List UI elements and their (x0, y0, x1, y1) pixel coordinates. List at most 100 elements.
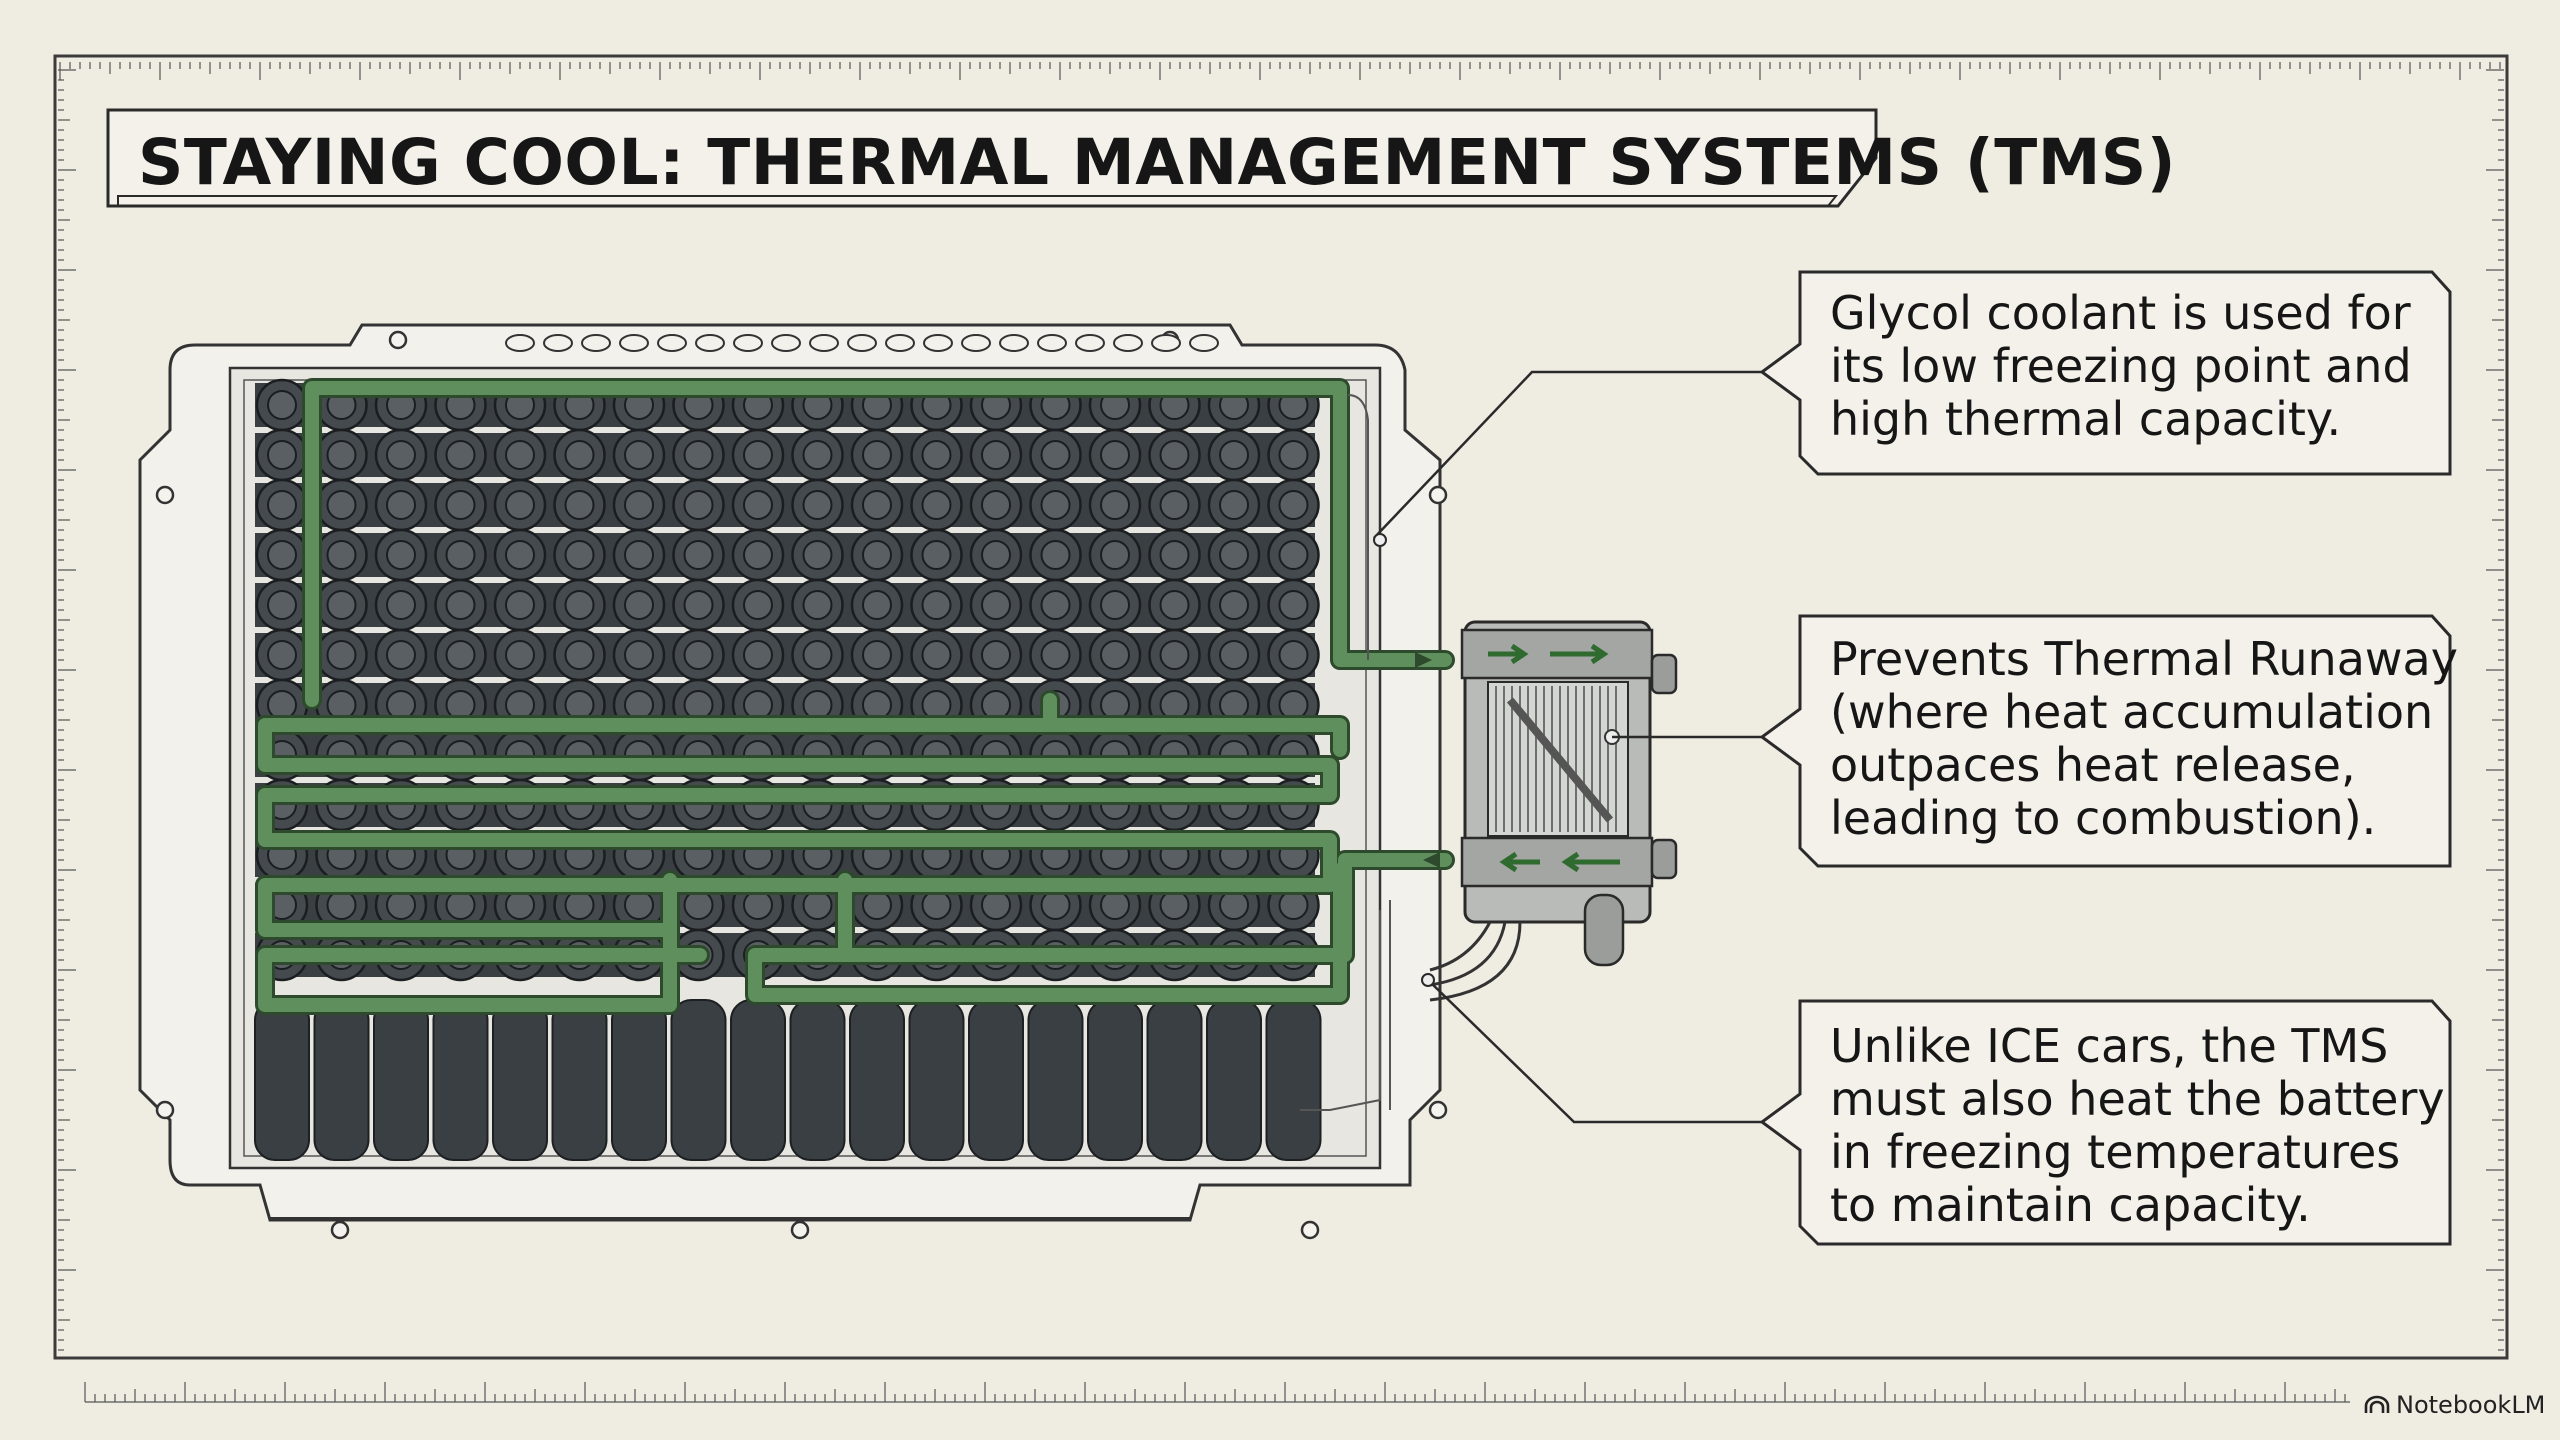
battery-cell-terminal (1161, 691, 1189, 719)
battery-cell-terminal (1042, 491, 1070, 519)
battery-cell-terminal (923, 541, 951, 569)
battery-cell-terminal (268, 541, 296, 569)
battery-cell-terminal (1101, 441, 1129, 469)
battery-cell-terminal (685, 691, 713, 719)
top-connector (544, 335, 572, 351)
battery-cell-terminal (387, 441, 415, 469)
battery-cell-terminal (566, 691, 594, 719)
battery-cell-body (493, 1000, 547, 1160)
battery-cell-terminal (328, 441, 356, 469)
battery-cell-terminal (744, 491, 772, 519)
ruler-top (60, 62, 2500, 80)
leader-line-3 (1428, 980, 1762, 1122)
top-connector (962, 335, 990, 351)
battery-cell-body (1088, 1000, 1142, 1160)
battery-cell-terminal (268, 441, 296, 469)
battery-cell-terminal (625, 591, 653, 619)
battery-cell-terminal (1280, 541, 1308, 569)
battery-cell-terminal (1101, 891, 1129, 919)
mounting-hole (1430, 487, 1446, 503)
top-connector (772, 335, 800, 351)
battery-cell-terminal (625, 541, 653, 569)
battery-cell-terminal (982, 541, 1010, 569)
battery-cell-terminal (1161, 541, 1189, 569)
callout-line: its low freezing point and (1830, 340, 2460, 393)
battery-cell-terminal (1220, 541, 1248, 569)
battery-cell-terminal (804, 441, 832, 469)
top-connector (1190, 335, 1218, 351)
callout-line: outpaces heat release, (1830, 739, 2460, 792)
top-connector (810, 335, 838, 351)
battery-cell-terminal (1042, 891, 1070, 919)
callout-line: leading to combustion). (1830, 792, 2460, 845)
battery-cell-terminal (982, 891, 1010, 919)
notebooklm-brand: NotebookLM (2364, 1390, 2545, 1420)
battery-cell-terminal (1161, 891, 1189, 919)
battery-cell-terminal (804, 491, 832, 519)
top-connector (582, 335, 610, 351)
battery-cell-terminal (685, 891, 713, 919)
battery-cell-terminal (923, 691, 951, 719)
drain-port (1585, 895, 1623, 965)
battery-cell-terminal (566, 891, 594, 919)
battery-cell-terminal (328, 891, 356, 919)
battery-cell-body (969, 1000, 1023, 1160)
callout-line: Prevents Thermal Runaway (1830, 633, 2460, 686)
battery-cell-terminal (387, 691, 415, 719)
battery-cell-terminal (685, 491, 713, 519)
battery-cell-terminal (1280, 891, 1308, 919)
callout-thermal-runaway: Prevents Thermal Runaway (where heat acc… (1830, 633, 2460, 845)
mounting-hole (390, 332, 406, 348)
battery-cell-terminal (447, 541, 475, 569)
battery-cell-terminal (447, 491, 475, 519)
battery-cell-terminal (1101, 691, 1129, 719)
top-connector (696, 335, 724, 351)
battery-cell-terminal (625, 691, 653, 719)
battery-cell-terminal (1101, 641, 1129, 669)
port-upper (1652, 655, 1676, 693)
battery-cell-body (612, 1000, 666, 1160)
battery-cell-terminal (506, 641, 534, 669)
battery-cell-terminal (685, 441, 713, 469)
battery-cell-body (1148, 1000, 1202, 1160)
battery-cell-terminal (923, 891, 951, 919)
battery-cell-terminal (744, 891, 772, 919)
battery-cell-terminal (982, 491, 1010, 519)
battery-cell-terminal (923, 641, 951, 669)
battery-cell-terminal (1220, 591, 1248, 619)
callout-line: (where heat accumulation (1830, 686, 2460, 739)
battery-cell-body (910, 1000, 964, 1160)
battery-cell-terminal (506, 541, 534, 569)
battery-cell-body (374, 1000, 428, 1160)
battery-cell-terminal (863, 691, 891, 719)
battery-cell-terminal (685, 641, 713, 669)
battery-cell-terminal (982, 591, 1010, 619)
callout-line: in freezing temperatures (1830, 1126, 2460, 1179)
notebooklm-logo-icon (2364, 1395, 2390, 1415)
battery-cell-terminal (744, 691, 772, 719)
battery-cell-terminal (268, 691, 296, 719)
battery-cell-terminal (1280, 491, 1308, 519)
callout-glycol-coolant: Glycol coolant is used for its low freez… (1830, 287, 2460, 446)
top-connector (1076, 335, 1104, 351)
ruler-bottom (85, 1382, 2350, 1402)
battery-cell-body (672, 1000, 726, 1160)
battery-cell-terminal (387, 591, 415, 619)
battery-cell-terminal (1042, 541, 1070, 569)
battery-cell-body (1029, 1000, 1083, 1160)
battery-cell-terminal (923, 491, 951, 519)
battery-cell-terminal (982, 691, 1010, 719)
battery-cell-terminal (625, 641, 653, 669)
mounting-hole (1430, 1102, 1446, 1118)
battery-cell-terminal (804, 891, 832, 919)
battery-cell-body (1267, 1000, 1321, 1160)
battery-cell-body (434, 1000, 488, 1160)
leader-dot-1 (1374, 534, 1386, 546)
top-connector (924, 335, 952, 351)
battery-cell-terminal (506, 891, 534, 919)
battery-cell-terminal (447, 441, 475, 469)
battery-cell-terminal (1161, 441, 1189, 469)
ruler-right (2486, 70, 2504, 1350)
battery-cell-terminal (863, 441, 891, 469)
battery-cell-terminal (1280, 691, 1308, 719)
